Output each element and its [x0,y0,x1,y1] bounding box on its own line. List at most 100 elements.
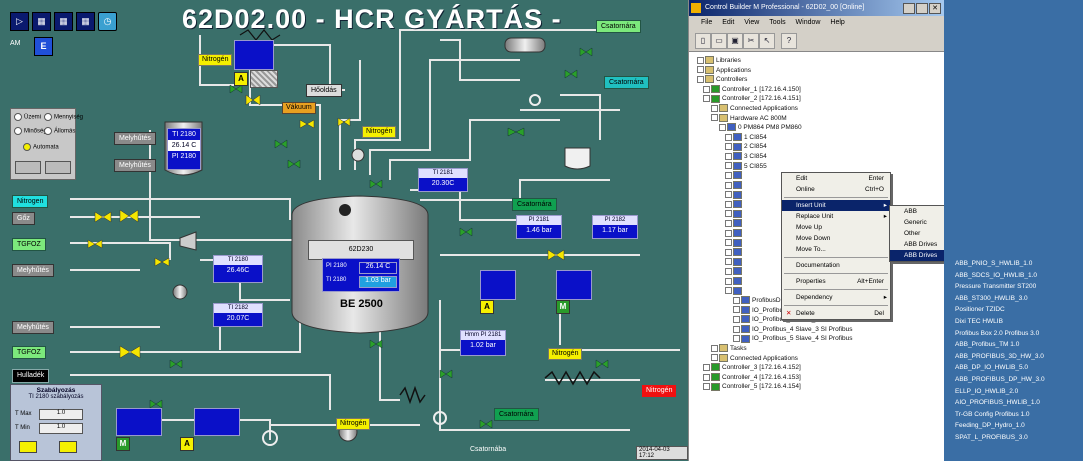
minimize-icon[interactable] [903,3,915,14]
menu-item[interactable]: Insert Unit▸ [782,200,890,211]
menu-help[interactable]: Help [830,19,845,26]
menu-item[interactable]: Delete✕Del [782,308,890,319]
tmax-input[interactable]: 1.0 [39,409,83,420]
tree-node[interactable]: 3 CI854 [725,152,767,161]
tree-node[interactable]: Controller_5 [172.16.4.154] [703,382,801,391]
expand-toggle-icon[interactable] [697,66,704,74]
library-item[interactable]: ABB_ST300_HWLIB_3.0 [955,294,1028,302]
expand-toggle-icon[interactable] [725,181,732,189]
maximize-icon[interactable] [916,3,928,14]
pointer-icon[interactable]: ↖ [759,33,775,49]
library-item[interactable]: Positioner TZIDC [955,306,1005,314]
tree-node[interactable]: 2 CI854 [725,142,767,151]
tree-node[interactable]: Applications [697,65,751,75]
tree-node[interactable]: 0 PM864 PM8 PM860 [719,123,802,132]
setpoint-ok-button[interactable] [19,441,37,453]
tmin-input[interactable]: 1.0 [39,423,83,434]
motor-a-button-3[interactable]: A [180,437,194,451]
menu-item[interactable]: Documentation [782,260,890,271]
tree-node[interactable]: 5 CI855 [725,161,767,171]
clock-icon[interactable]: ◷ [98,12,117,31]
expand-toggle-icon[interactable] [703,95,710,103]
expand-toggle-icon[interactable] [725,258,732,266]
cut-icon[interactable]: ✂ [743,33,759,49]
expand-toggle-icon[interactable] [697,56,704,64]
expand-toggle-icon[interactable] [725,191,732,199]
expand-toggle-icon[interactable] [725,133,732,141]
radio-automatic[interactable]: Automata [23,143,59,151]
menu-view[interactable]: View [744,19,760,26]
menu-tools[interactable]: Tools [769,19,786,26]
expand-toggle-icon[interactable] [725,229,732,237]
grid-view-button-3[interactable]: ▦ [76,12,95,31]
tree-node[interactable]: Controller_1 [172.16.4.150] [703,85,801,94]
expand-toggle-icon[interactable] [725,239,732,247]
expand-toggle-icon[interactable] [711,114,718,122]
tree-node[interactable]: IO_Profibus_4 Slave_3 SI Profibus [733,325,852,334]
help-icon[interactable]: ? [781,33,797,49]
expand-toggle-icon[interactable] [711,104,718,112]
expand-toggle-icon[interactable] [703,363,710,371]
tree-node[interactable] [725,200,744,209]
expand-toggle-icon[interactable] [725,277,732,285]
library-item[interactable]: ABB_PROFIBUS_3D_HW_3.0 [955,352,1044,360]
tree-node[interactable]: Controllers [697,75,747,84]
motor-m-button[interactable]: M [556,300,570,314]
open-folder-icon[interactable]: ▭ [711,33,727,49]
tree-node[interactable] [725,209,744,219]
expand-toggle-icon[interactable] [725,248,732,256]
expand-toggle-icon[interactable] [725,143,732,151]
radio-station[interactable]: Állomás [44,127,75,135]
tree-node[interactable] [725,277,744,286]
radio-quantity[interactable]: Mennyiség [44,113,83,121]
expand-toggle-icon[interactable] [719,123,726,131]
save-icon[interactable]: ▣ [727,33,743,49]
grid-view-button-2[interactable]: ▦ [54,12,73,31]
library-item[interactable]: ABB_PNIO_S_HWLIB_1.0 [955,260,1033,267]
menu-window[interactable]: Window [795,19,821,26]
tree-node[interactable] [725,190,744,199]
close-icon[interactable]: ✕ [929,3,941,14]
motor-a-button-1[interactable]: A [234,72,248,86]
library-item[interactable]: ABB_SDCS_IO_HWLIB_1.0 [955,271,1038,279]
library-item[interactable]: ABB_Profibus_TM 1.0 [955,341,1020,349]
expand-toggle-icon[interactable] [711,354,718,362]
menu-item[interactable]: Move Down [782,233,890,244]
library-item[interactable]: Dixi TEC HWLIB [955,317,1003,325]
expand-toggle-icon[interactable] [733,325,740,333]
tree-node[interactable] [725,219,744,228]
expand-toggle-icon[interactable] [711,344,718,352]
expand-toggle-icon[interactable] [733,306,740,314]
tree-node[interactable]: Connected Applications [711,104,798,113]
menu-edit[interactable]: Edit [722,19,735,26]
expand-toggle-icon[interactable] [733,315,740,323]
tree-node[interactable] [725,181,744,190]
new-file-icon[interactable]: ▯ [695,33,711,49]
expand-toggle-icon[interactable] [725,287,732,295]
tree-node[interactable]: 1 CI854 [725,133,767,142]
library-item[interactable]: ELLP_IO_HWLIB_2.0 [955,387,1019,395]
setpoint-cancel-button[interactable] [59,441,77,453]
expand-toggle-icon[interactable] [733,296,740,304]
expand-toggle-icon[interactable] [725,152,732,160]
expand-toggle-icon[interactable] [725,162,732,170]
expand-toggle-icon[interactable] [725,171,732,179]
expand-toggle-icon[interactable] [725,219,732,227]
library-item[interactable]: ABB_PROFIBUS_DP_HW_3.0 [955,375,1045,383]
motor-m-button-2[interactable]: M [116,437,130,451]
expand-toggle-icon[interactable] [725,200,732,208]
menu-item[interactable]: Move To... [782,244,890,255]
expand-toggle-icon[interactable] [725,210,732,218]
library-item[interactable]: ABB_DP_IO_HWLIB_5.0 [955,364,1028,372]
tree-node[interactable] [725,238,744,247]
tree-node[interactable]: Controller_3 [172.16.4.152] [703,363,801,372]
radio-operation[interactable]: Üzemi [14,113,41,121]
menu-item[interactable]: Replace Unit▸ [782,211,890,222]
tree-node[interactable]: IO_Profibus_5 Slave_4 SI Profibus [733,334,852,343]
tree-node[interactable]: Connected Applications [711,353,798,363]
expand-toggle-icon[interactable] [725,267,732,275]
tree-node[interactable] [725,267,744,276]
expand-toggle-icon[interactable] [703,373,710,381]
library-item[interactable]: Tr-GB Config Profibus 1.0 [955,410,1030,418]
